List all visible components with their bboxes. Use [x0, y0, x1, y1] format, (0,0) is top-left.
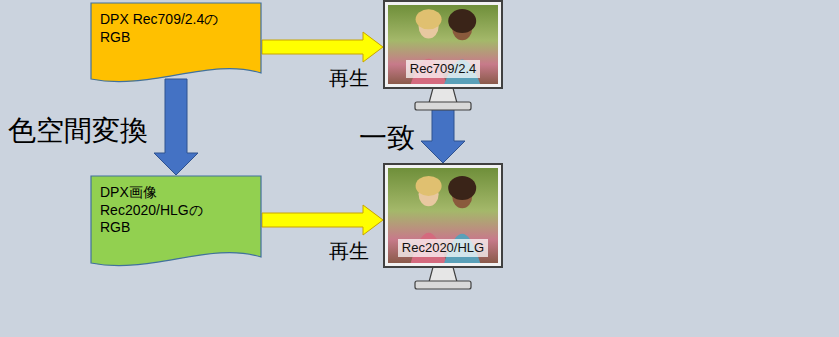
screen-label: Rec709/2.4: [406, 60, 481, 78]
source-file-box: DPX Rec709/2.4のRGB: [90, 2, 262, 87]
monitor: Rec709/2.4: [383, 0, 503, 112]
edge-label: 一致: [359, 119, 415, 157]
connector: [262, 32, 383, 62]
label-holder: 一致: [359, 119, 415, 157]
monitor-illustration: [383, 163, 503, 291]
edge-label: 再生: [329, 65, 369, 92]
screen-label: Rec2020/HLG: [398, 239, 488, 257]
connector: [262, 205, 383, 235]
label-holder: 色空間変換: [8, 112, 148, 150]
connector: [421, 104, 465, 163]
converted-file-box: DPX画像 Rec2020/HLGの RGB: [90, 175, 262, 271]
edge-label: 色空間変換: [8, 112, 148, 150]
edge-label: 再生: [329, 238, 369, 265]
file-label: DPX Rec709/2.4のRGB: [90, 2, 235, 46]
monitor: Rec2020/HLG: [383, 163, 503, 291]
label-holder: 再生: [329, 65, 369, 92]
connector: [154, 79, 198, 175]
monitor-illustration: [383, 0, 503, 112]
label-holder: 再生: [329, 238, 369, 265]
file-label: DPX画像 Rec2020/HLGの RGB: [90, 175, 218, 237]
